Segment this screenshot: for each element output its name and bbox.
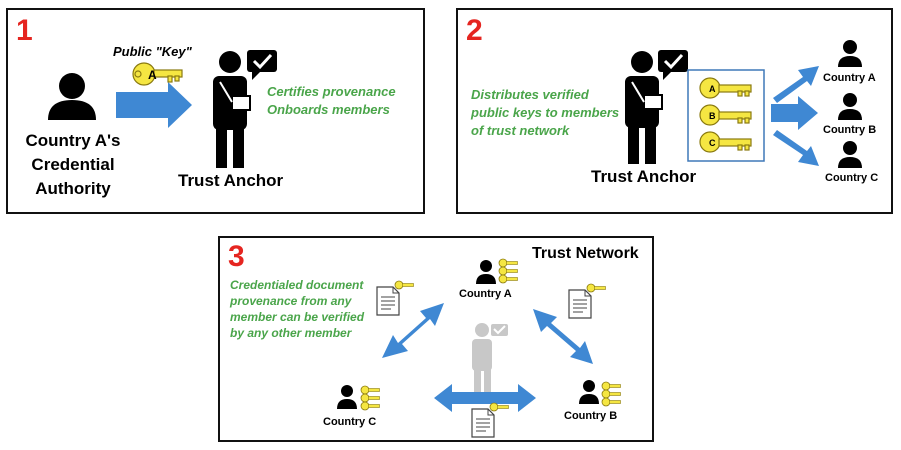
trust-network-title: Trust Network [532, 245, 639, 262]
panel-2: A B C 2 Distributes verified public keys… [456, 8, 893, 214]
document-with-key-icon [568, 283, 606, 319]
country-a-label: Country A [823, 72, 876, 84]
description-line-1: Distributes verified [471, 87, 589, 102]
function-certifies: Certifies provenance [267, 84, 396, 99]
description-line-2: provenance from any [230, 294, 352, 308]
key-b-icon [699, 104, 752, 126]
country-b-label: Country B [823, 124, 877, 136]
panel-2-graphics: A B C [625, 40, 862, 168]
step-number-1: 1 [16, 14, 33, 47]
country-b-keys-icon [601, 381, 621, 407]
checkmark-speech-bubble-icon [658, 50, 688, 80]
key-c-letter: C [709, 138, 716, 148]
step-number-3: 3 [228, 240, 245, 273]
description-line-3: member can be verified [230, 310, 365, 324]
country-a-person-icon [838, 40, 862, 67]
checkmark-speech-bubble-icon [247, 50, 277, 80]
country-c-person-icon [838, 141, 862, 168]
country-b-label: Country B [564, 410, 618, 422]
key-a-icon [699, 77, 752, 99]
authority-person-icon [48, 73, 96, 120]
authority-label: Country A's Credential Authority [18, 129, 128, 201]
verification-description: Credentialed document provenance from an… [230, 277, 364, 341]
double-arrow-a-b-icon [533, 309, 593, 364]
key-b-letter: B [709, 111, 716, 121]
trust-anchor-functions: Certifies provenance Onboards members [267, 83, 396, 119]
distribution-description: Distributes verified public keys to memb… [471, 86, 619, 140]
country-c-label: Country C [323, 416, 377, 428]
document-with-key-icon [471, 402, 509, 438]
authority-label-line-1: Country A's [25, 131, 121, 150]
arrow-down-right-icon [773, 130, 819, 166]
country-b-person-icon [579, 380, 599, 404]
arrow-up-right-icon [773, 66, 819, 103]
trust-anchor-icon [213, 51, 251, 168]
country-c-keys-icon [360, 385, 380, 411]
country-a-keys-icon [498, 258, 518, 284]
panel-3: 3 Trust Network Credentialed document pr… [218, 236, 654, 442]
description-line-1: Credentialed document [230, 278, 364, 292]
step-number-2: 2 [466, 14, 483, 47]
country-a-person-icon [476, 260, 496, 284]
description-line-4: by any other member [230, 326, 352, 340]
double-arrow-c-b-icon [434, 384, 536, 412]
panel-3-graphics [337, 258, 621, 438]
country-a-label: Country A [459, 288, 512, 300]
trust-anchor-label: Trust Anchor [178, 171, 284, 190]
arrow-right-icon [116, 82, 192, 128]
document-with-key-icon [376, 280, 414, 316]
key-icon [132, 62, 183, 86]
authority-label-line-2: Credential [31, 155, 115, 174]
double-arrow-a-c-icon [382, 303, 444, 358]
keys-box [687, 69, 765, 162]
panel-1-graphics: A [48, 50, 277, 168]
function-onboards: Onboards members [267, 102, 390, 117]
key-c-icon [699, 131, 752, 153]
trust-anchor-label: Trust Anchor [591, 167, 697, 186]
authority-label-line-3: Authority [35, 179, 111, 198]
arrow-right-icon [771, 96, 818, 130]
country-b-person-icon [838, 93, 862, 120]
country-c-label: Country C [825, 172, 879, 184]
trust-anchor-icon [625, 51, 663, 164]
key-a-letter: A [709, 84, 716, 94]
panel-1: A 1 Public "Key" Country A's Credential … [6, 8, 425, 214]
trust-anchor-faded-icon [472, 323, 508, 394]
key-letter: A [148, 68, 157, 82]
description-line-3: of trust network [471, 123, 570, 138]
country-c-person-icon [337, 385, 357, 409]
public-key-label: Public "Key" [113, 44, 192, 59]
description-line-2: public keys to members [471, 105, 620, 120]
